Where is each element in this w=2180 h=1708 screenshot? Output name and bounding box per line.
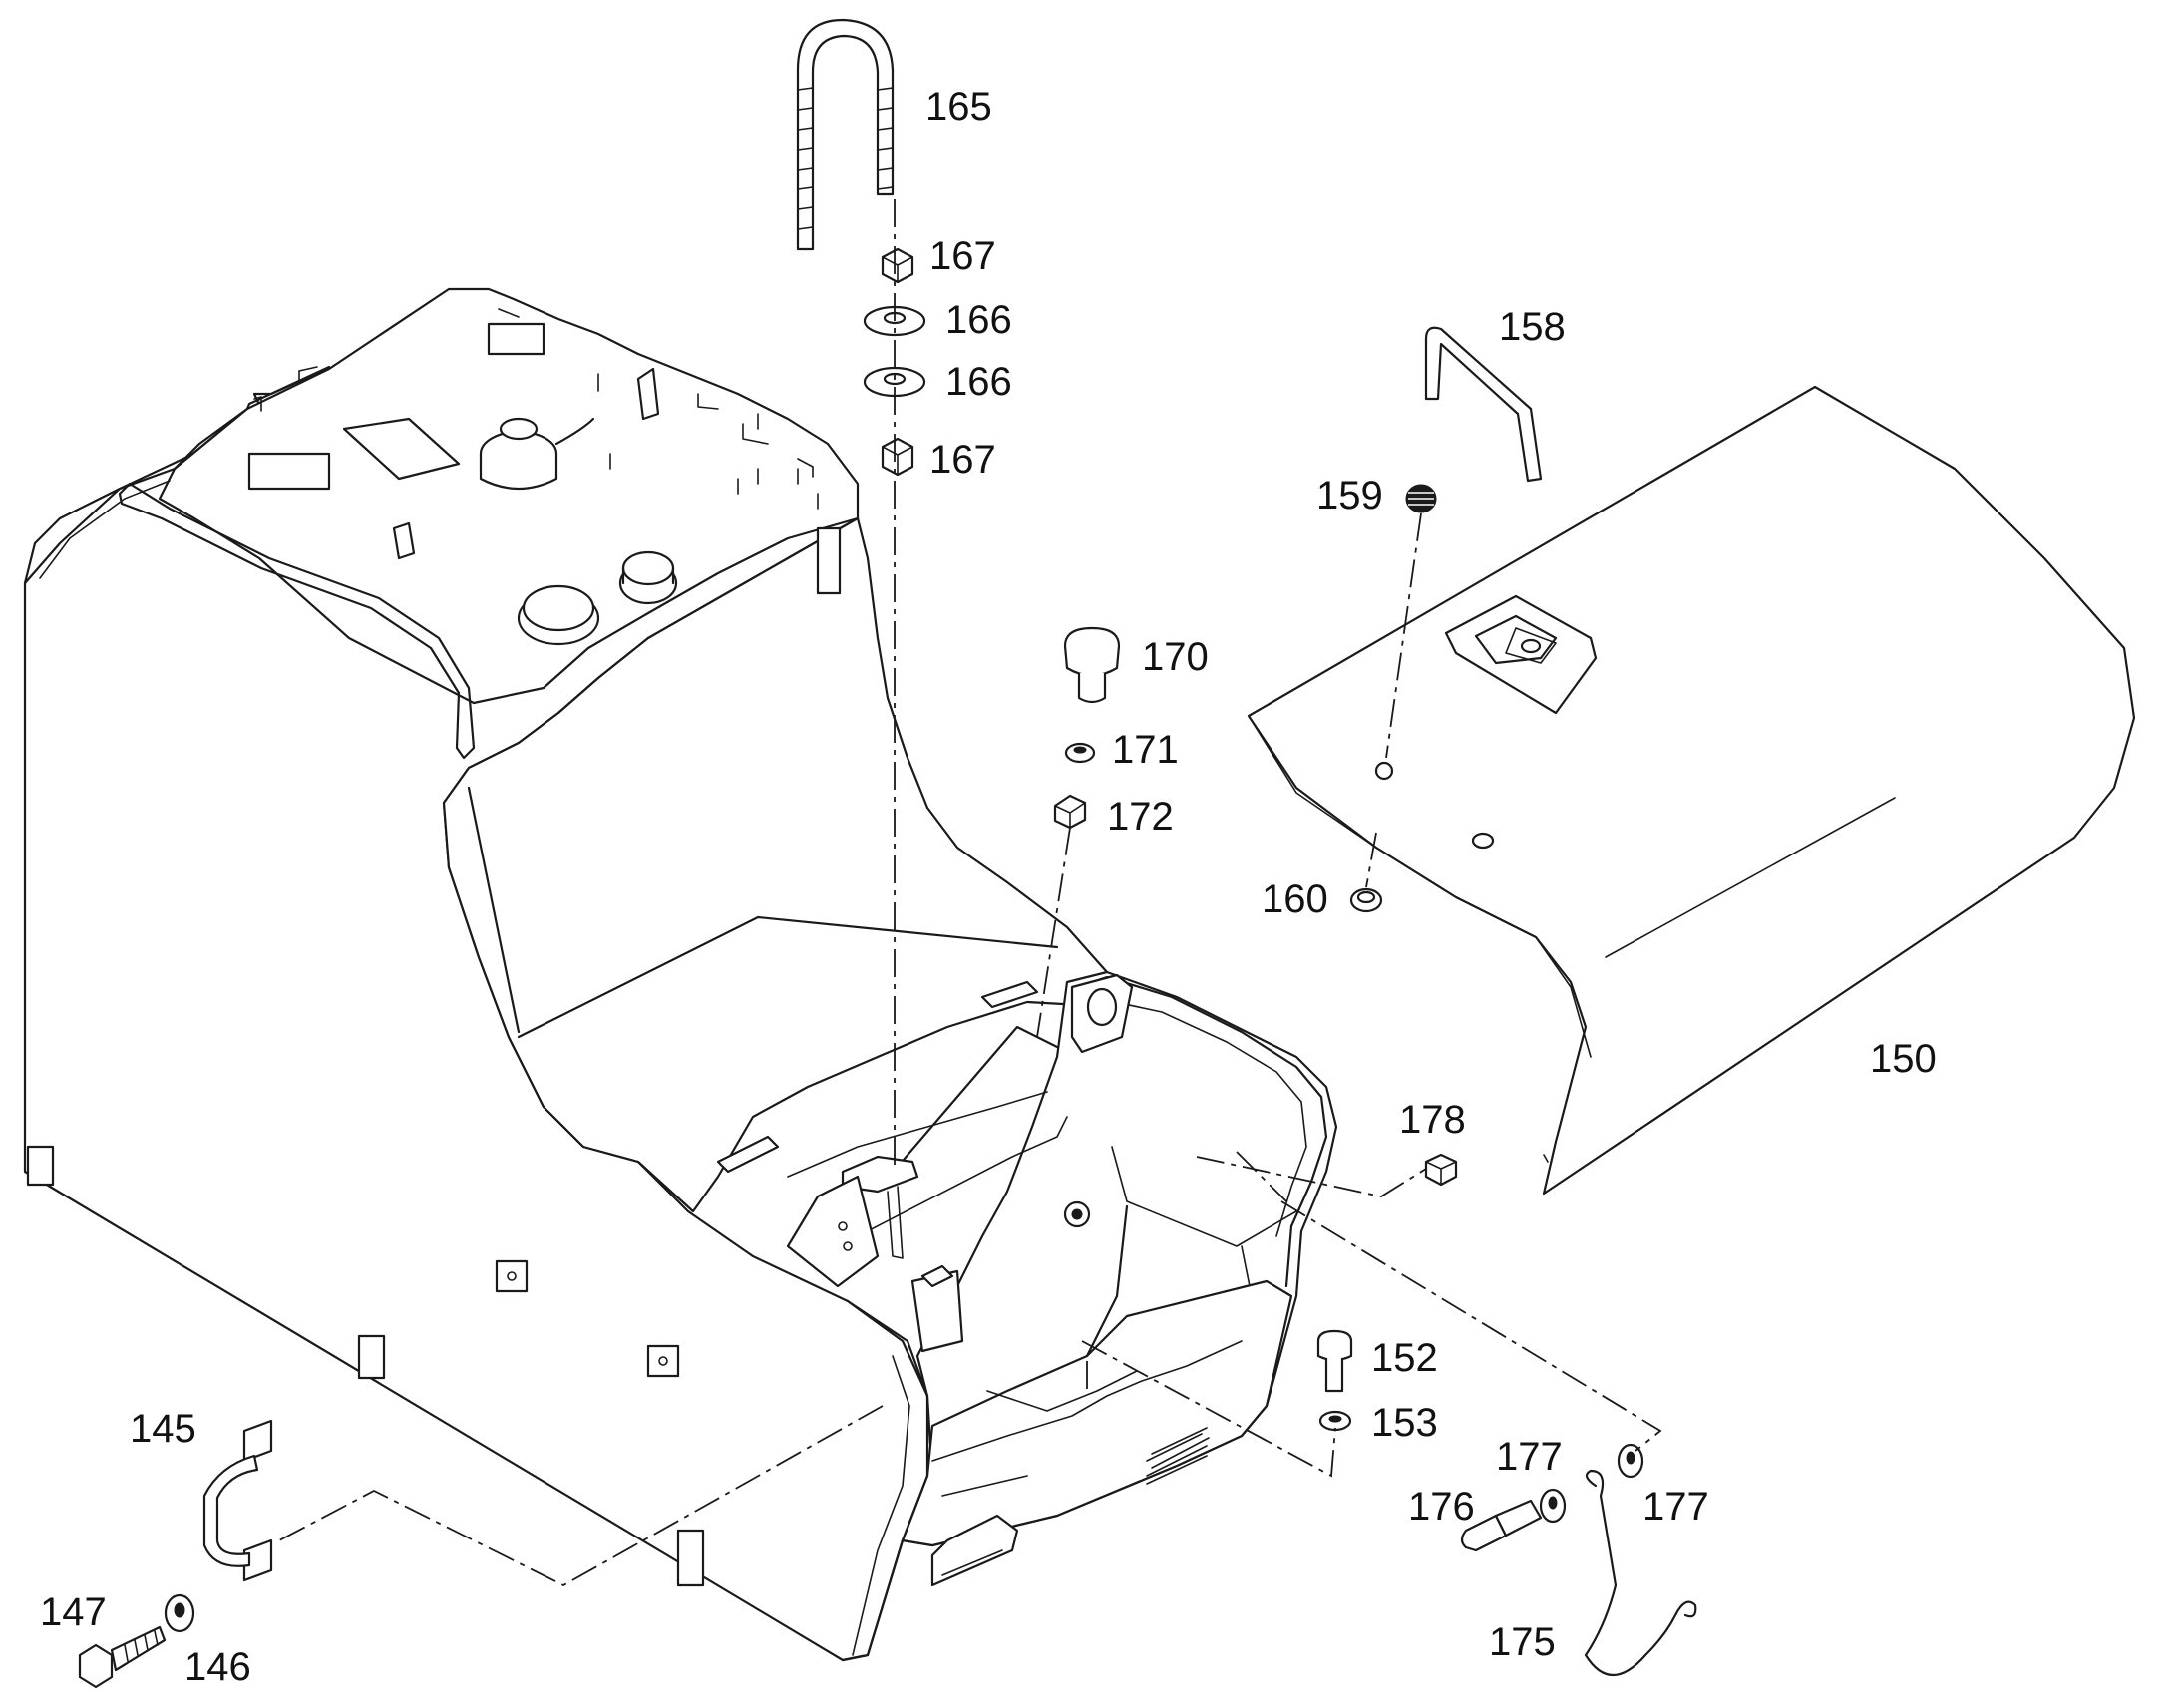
callout-172: 172 (1107, 795, 1174, 839)
callout-145: 145 (130, 1407, 196, 1451)
callout-153: 153 (1371, 1401, 1438, 1445)
callout-165: 165 (925, 85, 992, 129)
callout-159: 159 (1316, 474, 1383, 517)
knob-170 (1063, 626, 1121, 704)
callout-150: 150 (1870, 1037, 1937, 1081)
callout-166-bottom: 166 (945, 360, 1012, 404)
nut-178 (1424, 1153, 1458, 1187)
callout-177-right: 177 (1642, 1485, 1709, 1529)
nut-172 (1053, 794, 1087, 830)
filler-cap (517, 550, 678, 646)
main-frame (23, 287, 1338, 1662)
callout-167-top: 167 (929, 234, 996, 278)
callout-177-left: 177 (1496, 1435, 1563, 1479)
nut-167-bottom (881, 437, 914, 477)
vent-grille (1146, 1427, 1210, 1485)
washer-146 (164, 1593, 195, 1633)
nut-167-top (881, 247, 914, 284)
washer-177-right (1617, 1443, 1644, 1479)
grommet-159 (1405, 484, 1437, 513)
callout-170: 170 (1142, 635, 1209, 679)
callout-158: 158 (1499, 305, 1566, 349)
washer-171 (1064, 742, 1096, 764)
callout-146: 146 (184, 1645, 251, 1689)
pin-176 (1460, 1499, 1543, 1552)
callout-166-top: 166 (945, 298, 1012, 342)
callout-160: 160 (1262, 877, 1328, 921)
callout-labels: 165 167 166 166 167 158 159 170 171 172 … (40, 85, 1937, 1689)
callout-147: 147 (40, 1590, 107, 1634)
callout-178: 178 (1399, 1098, 1466, 1142)
sensor-unit (479, 417, 595, 491)
callout-176: 176 (1408, 1485, 1475, 1529)
bolt-152 (1316, 1329, 1353, 1393)
centerlines (278, 199, 1662, 1587)
washer-153 (1318, 1410, 1352, 1432)
callout-152: 152 (1371, 1336, 1438, 1380)
u-bolt-165 (796, 18, 895, 251)
washer-177-left (1539, 1488, 1567, 1524)
callout-167-bottom: 167 (929, 438, 996, 482)
handle-158 (1424, 326, 1543, 483)
lanyard-175 (1584, 1469, 1697, 1677)
callout-171: 171 (1112, 728, 1179, 772)
bolt-147 (78, 1625, 167, 1689)
cover-150 (1247, 385, 2136, 1196)
nut-160 (1349, 887, 1383, 913)
callout-175: 175 (1489, 1620, 1556, 1664)
handle-145 (202, 1419, 273, 1582)
